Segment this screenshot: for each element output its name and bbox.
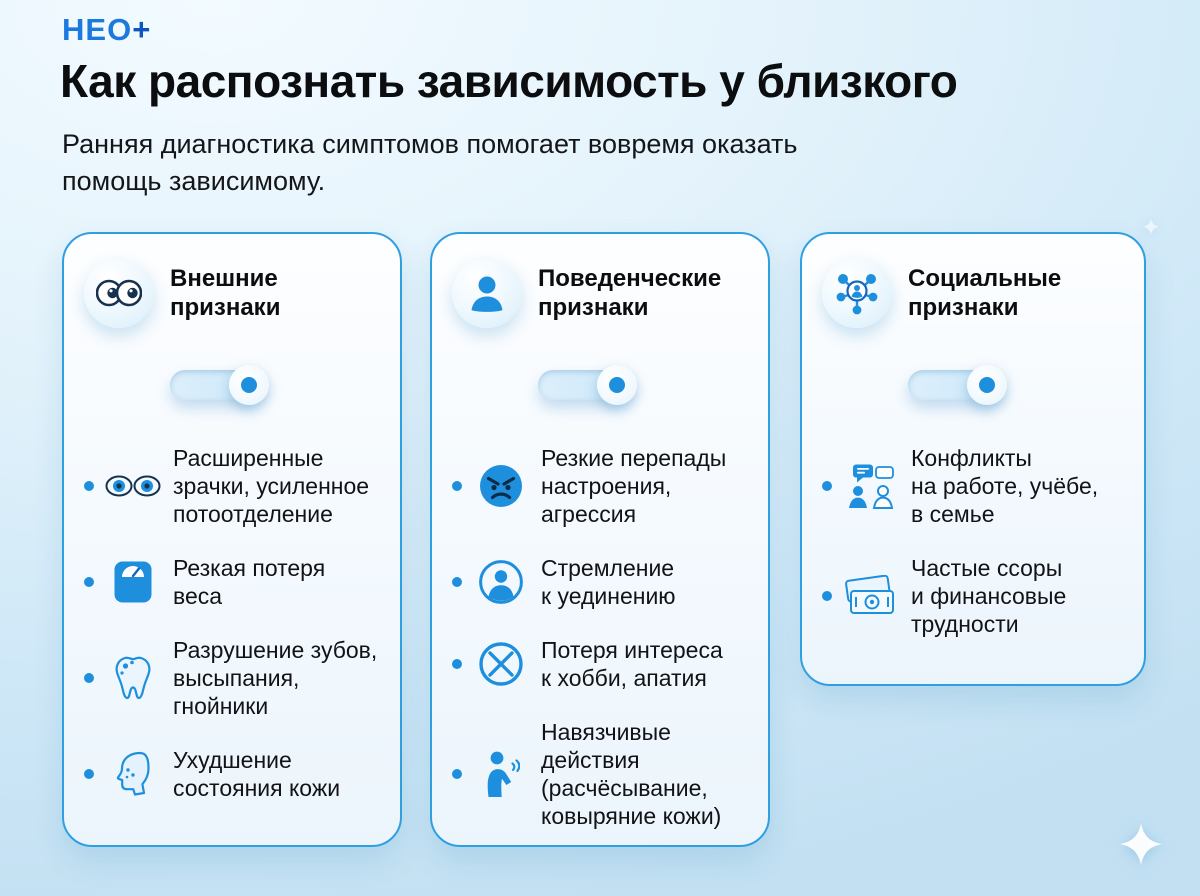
card-list: Расширенные зрачки, усиленное потоотделе… [84,444,380,802]
logo-plus-sign: + [132,12,152,47]
card-title: Внешние признаки [170,264,281,321]
item-text: Потеря интереса к хобби, апатия [541,637,723,692]
no-interest-icon [473,641,529,687]
tooth-icon [105,655,161,701]
logo-text: НЕО [62,12,133,47]
bullet-dot [822,481,832,492]
card-header: Социальные признаки [822,258,1124,328]
bullet-dot [84,673,94,684]
skin-face-icon [105,751,161,797]
bullet-dot [84,577,94,588]
list-item: Навязчивые действия (расчёсывание, ковыр… [452,718,748,830]
item-text: Резкая потеря веса [173,555,326,610]
item-text: Навязчивые действия (расчёсывание, ковыр… [541,719,722,830]
bullet-dot [84,769,94,780]
page-title: Как распознать зависимость у близкого [60,55,958,107]
person-icon [452,258,522,328]
money-icon [843,575,899,617]
card-toggle[interactable] [538,365,637,405]
card-list: Резкие перепады настроения, агрессия Стр… [452,444,748,831]
item-text: Расширенные зрачки, усиленное потоотделе… [173,445,370,528]
card-list: Конфликты на работе, учёбе, в семье Част… [822,444,1124,638]
page-subtitle: Ранняя диагностика симптомов помогает во… [62,129,798,197]
item-text: Резкие перепады настроения, агрессия [541,445,727,528]
eyes-icon [84,258,154,328]
toggle-dot [979,377,995,393]
card-toggle[interactable] [908,365,1007,405]
weight-scale-icon [105,560,161,604]
angry-face-icon [473,463,529,509]
compulsive-scratching-icon [473,750,529,798]
bullet-dot [822,591,832,602]
card-title: Поведенческие признаки [538,264,722,321]
card-behavioral-signs: Поведенческие признаки Резкие перепады н… [430,232,770,847]
bullet-dot [84,481,94,492]
item-text: Стремление к уединению [541,555,676,610]
item-text: Конфликты на работе, учёбе, в семье [911,445,1099,528]
dilated-pupils-icon [105,472,161,500]
card-header: Внешние признаки [84,258,380,328]
sparkle-icon [1142,218,1160,241]
list-item: Разрушение зубов, высыпания, гнойники [84,636,380,720]
neo-plus-logo: НЕО+ [62,12,151,48]
list-item: Потеря интереса к хобби, апатия [452,636,748,692]
list-item: Стремление к уединению [452,554,748,610]
toggle-dot [241,377,257,393]
card-external-signs: Внешние признаки Расширенные зрачки, уси… [62,232,402,847]
list-item: Ухудшение состояния кожи [84,746,380,802]
card-social-signs: Социальные признаки Конфликты на [800,232,1146,686]
list-item: Расширенные зрачки, усиленное потоотделе… [84,444,380,528]
sparkle-icon [1118,822,1164,873]
card-toggle[interactable] [170,365,269,405]
item-text: Частые ссоры и финансовые трудности [911,555,1067,638]
card-title: Социальные признаки [908,264,1062,321]
conflict-people-icon [843,463,899,510]
list-item: Резкая потеря веса [84,554,380,610]
bullet-dot [452,481,462,492]
list-item: Частые ссоры и финансовые трудности [822,554,1124,638]
item-text: Разрушение зубов, высыпания, гнойники [173,637,378,720]
toggle-knob [967,365,1007,405]
social-network-icon [822,258,892,328]
solitude-person-icon [473,559,529,605]
list-item: Конфликты на работе, учёбе, в семье [822,444,1124,528]
item-text: Ухудшение состояния кожи [173,747,341,802]
bullet-dot [452,769,462,780]
card-header: Поведенческие признаки [452,258,748,328]
list-item: Резкие перепады настроения, агрессия [452,444,748,528]
toggle-knob [229,365,269,405]
bullet-dot [452,577,462,588]
bullet-dot [452,659,462,670]
toggle-knob [597,365,637,405]
toggle-dot [609,377,625,393]
